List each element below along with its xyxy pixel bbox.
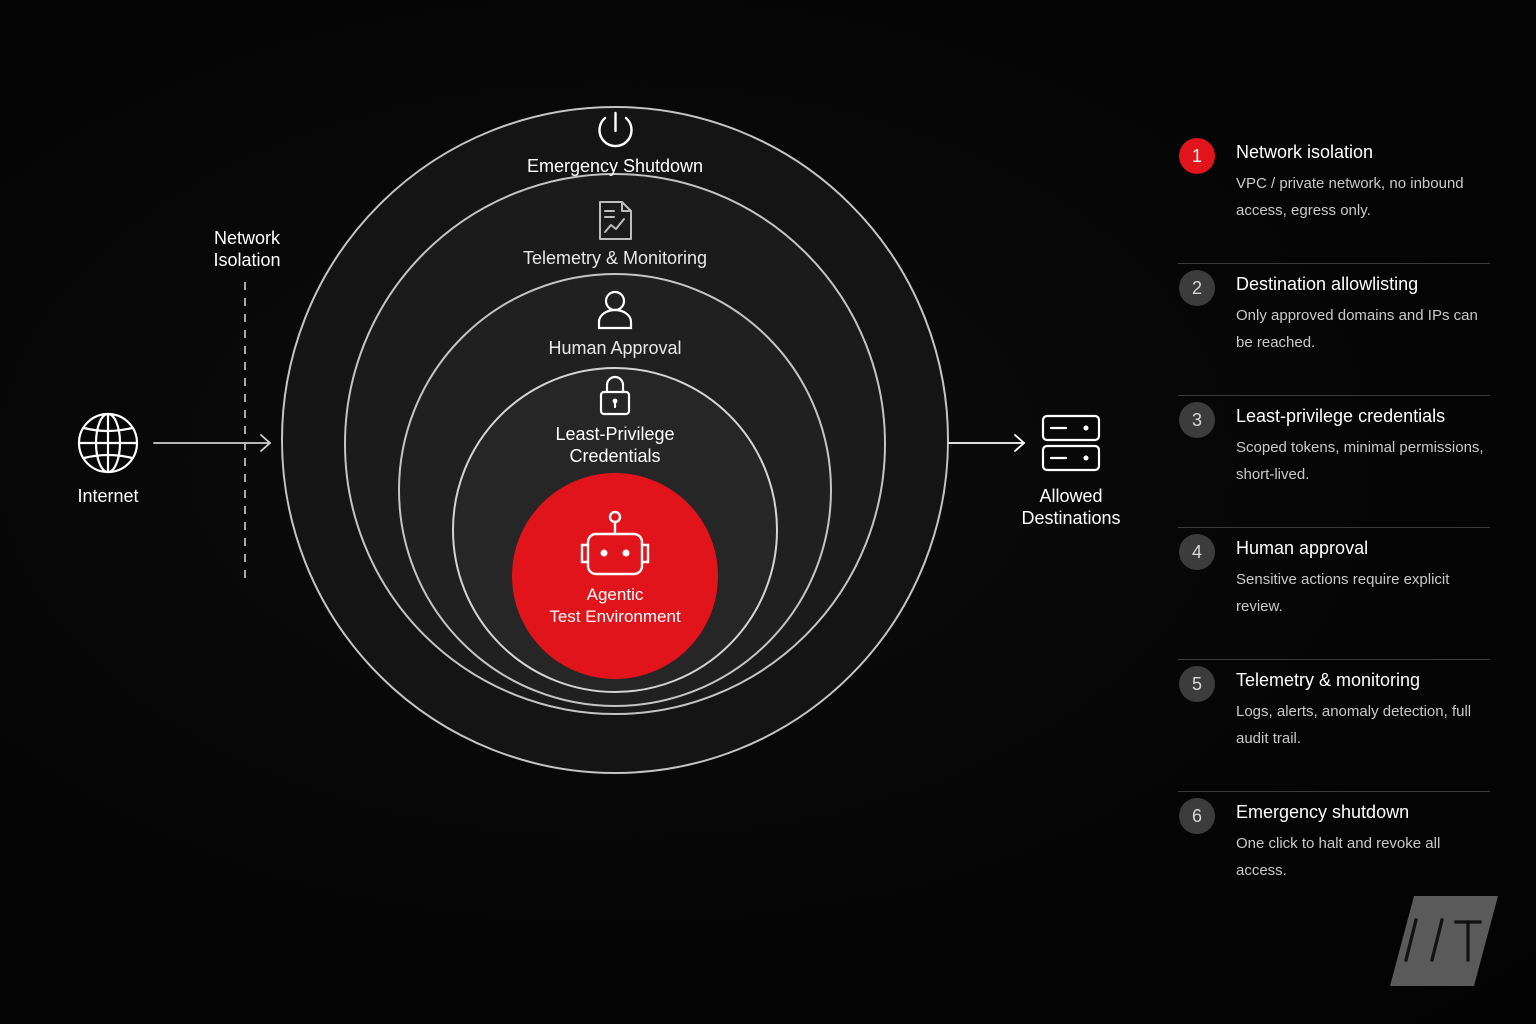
legend-item-title: Network isolation: [1236, 142, 1374, 162]
legend-item: 5 Telemetry & monitoring Logs, alerts, a…: [1178, 660, 1490, 792]
inbound-arrow: [153, 434, 272, 452]
server-icon: [1041, 414, 1101, 472]
legend-item-description: VPC / private network, no inbound access…: [1236, 175, 1464, 219]
label-least-privilege: Least-Privilege Credentials: [465, 423, 765, 467]
label-agentic-line2: Test Environment: [549, 607, 681, 626]
step-badge: 2: [1179, 270, 1215, 306]
legend-item: 2 Destination allowlisting Only approved…: [1178, 264, 1490, 396]
egress-arrow: [948, 434, 1026, 452]
legend-item-description: Logs, alerts, anomaly detection, full au…: [1236, 703, 1472, 747]
legend-item-description: Only approved domains and IPs can be rea…: [1236, 307, 1478, 351]
label-network-isolation-line1: Network: [213, 228, 280, 248]
brand-logo: [1390, 896, 1498, 986]
step-badge: 4: [1179, 534, 1215, 570]
label-emergency-shutdown: Emergency Shutdown: [526, 156, 704, 176]
label-agentic-line1: Agentic: [586, 585, 644, 604]
label-network-isolation: Network Isolation: [187, 227, 307, 271]
step-badge: 3: [1179, 402, 1215, 438]
report-chart-icon: [599, 201, 632, 240]
robot-icon: [580, 510, 650, 576]
legend-item-title: Emergency shutdown: [1236, 802, 1410, 822]
lock-icon: [599, 375, 631, 416]
legend-item-title: Telemetry & monitoring: [1236, 670, 1421, 690]
label-allowed-line1: Allowed: [1039, 486, 1103, 506]
label-least-privilege-line1: Least-Privilege: [555, 424, 675, 444]
person-icon: [597, 290, 633, 330]
globe-icon: [77, 412, 139, 474]
label-agentic-environment: Agentic Test Environment: [505, 584, 725, 628]
legend-item-title: Human approval: [1236, 538, 1369, 558]
label-internet: Internet: [77, 486, 139, 506]
legend-item-title: Least-privilege credentials: [1236, 406, 1446, 426]
step-badge: 5: [1179, 666, 1215, 702]
label-least-privilege-line2: Credentials: [569, 446, 661, 466]
label-allowed-destinations: Allowed Destinations: [1006, 485, 1136, 529]
legend-item-description: Scoped tokens, minimal permissions, shor…: [1236, 439, 1484, 483]
label-network-isolation-line2: Isolation: [213, 250, 281, 270]
legend-item-description: One click to halt and revoke all access.: [1236, 835, 1441, 879]
controls-legend: 1 Network isolation VPC / private networ…: [1178, 132, 1490, 924]
power-icon: [598, 111, 633, 148]
label-allowed-line2: Destinations: [1021, 508, 1121, 528]
legend-item: 3 Least-privilege credentials Scoped tok…: [1178, 396, 1490, 528]
core-agentic-environment: [512, 473, 718, 679]
legend-item: 1 Network isolation VPC / private networ…: [1178, 132, 1490, 264]
legend-item: 4 Human approval Sensitive actions requi…: [1178, 528, 1490, 660]
step-badge: 6: [1179, 798, 1215, 834]
label-telemetry-monitoring: Telemetry & Monitoring: [522, 248, 708, 268]
step-badge: 1: [1179, 138, 1215, 174]
legend-item-title: Destination allowlisting: [1236, 274, 1419, 294]
legend-item: 6 Emergency shutdown One click to halt a…: [1178, 792, 1490, 924]
label-human-approval: Human Approval: [548, 338, 682, 358]
legend-item-description: Sensitive actions require explicit revie…: [1236, 571, 1450, 615]
